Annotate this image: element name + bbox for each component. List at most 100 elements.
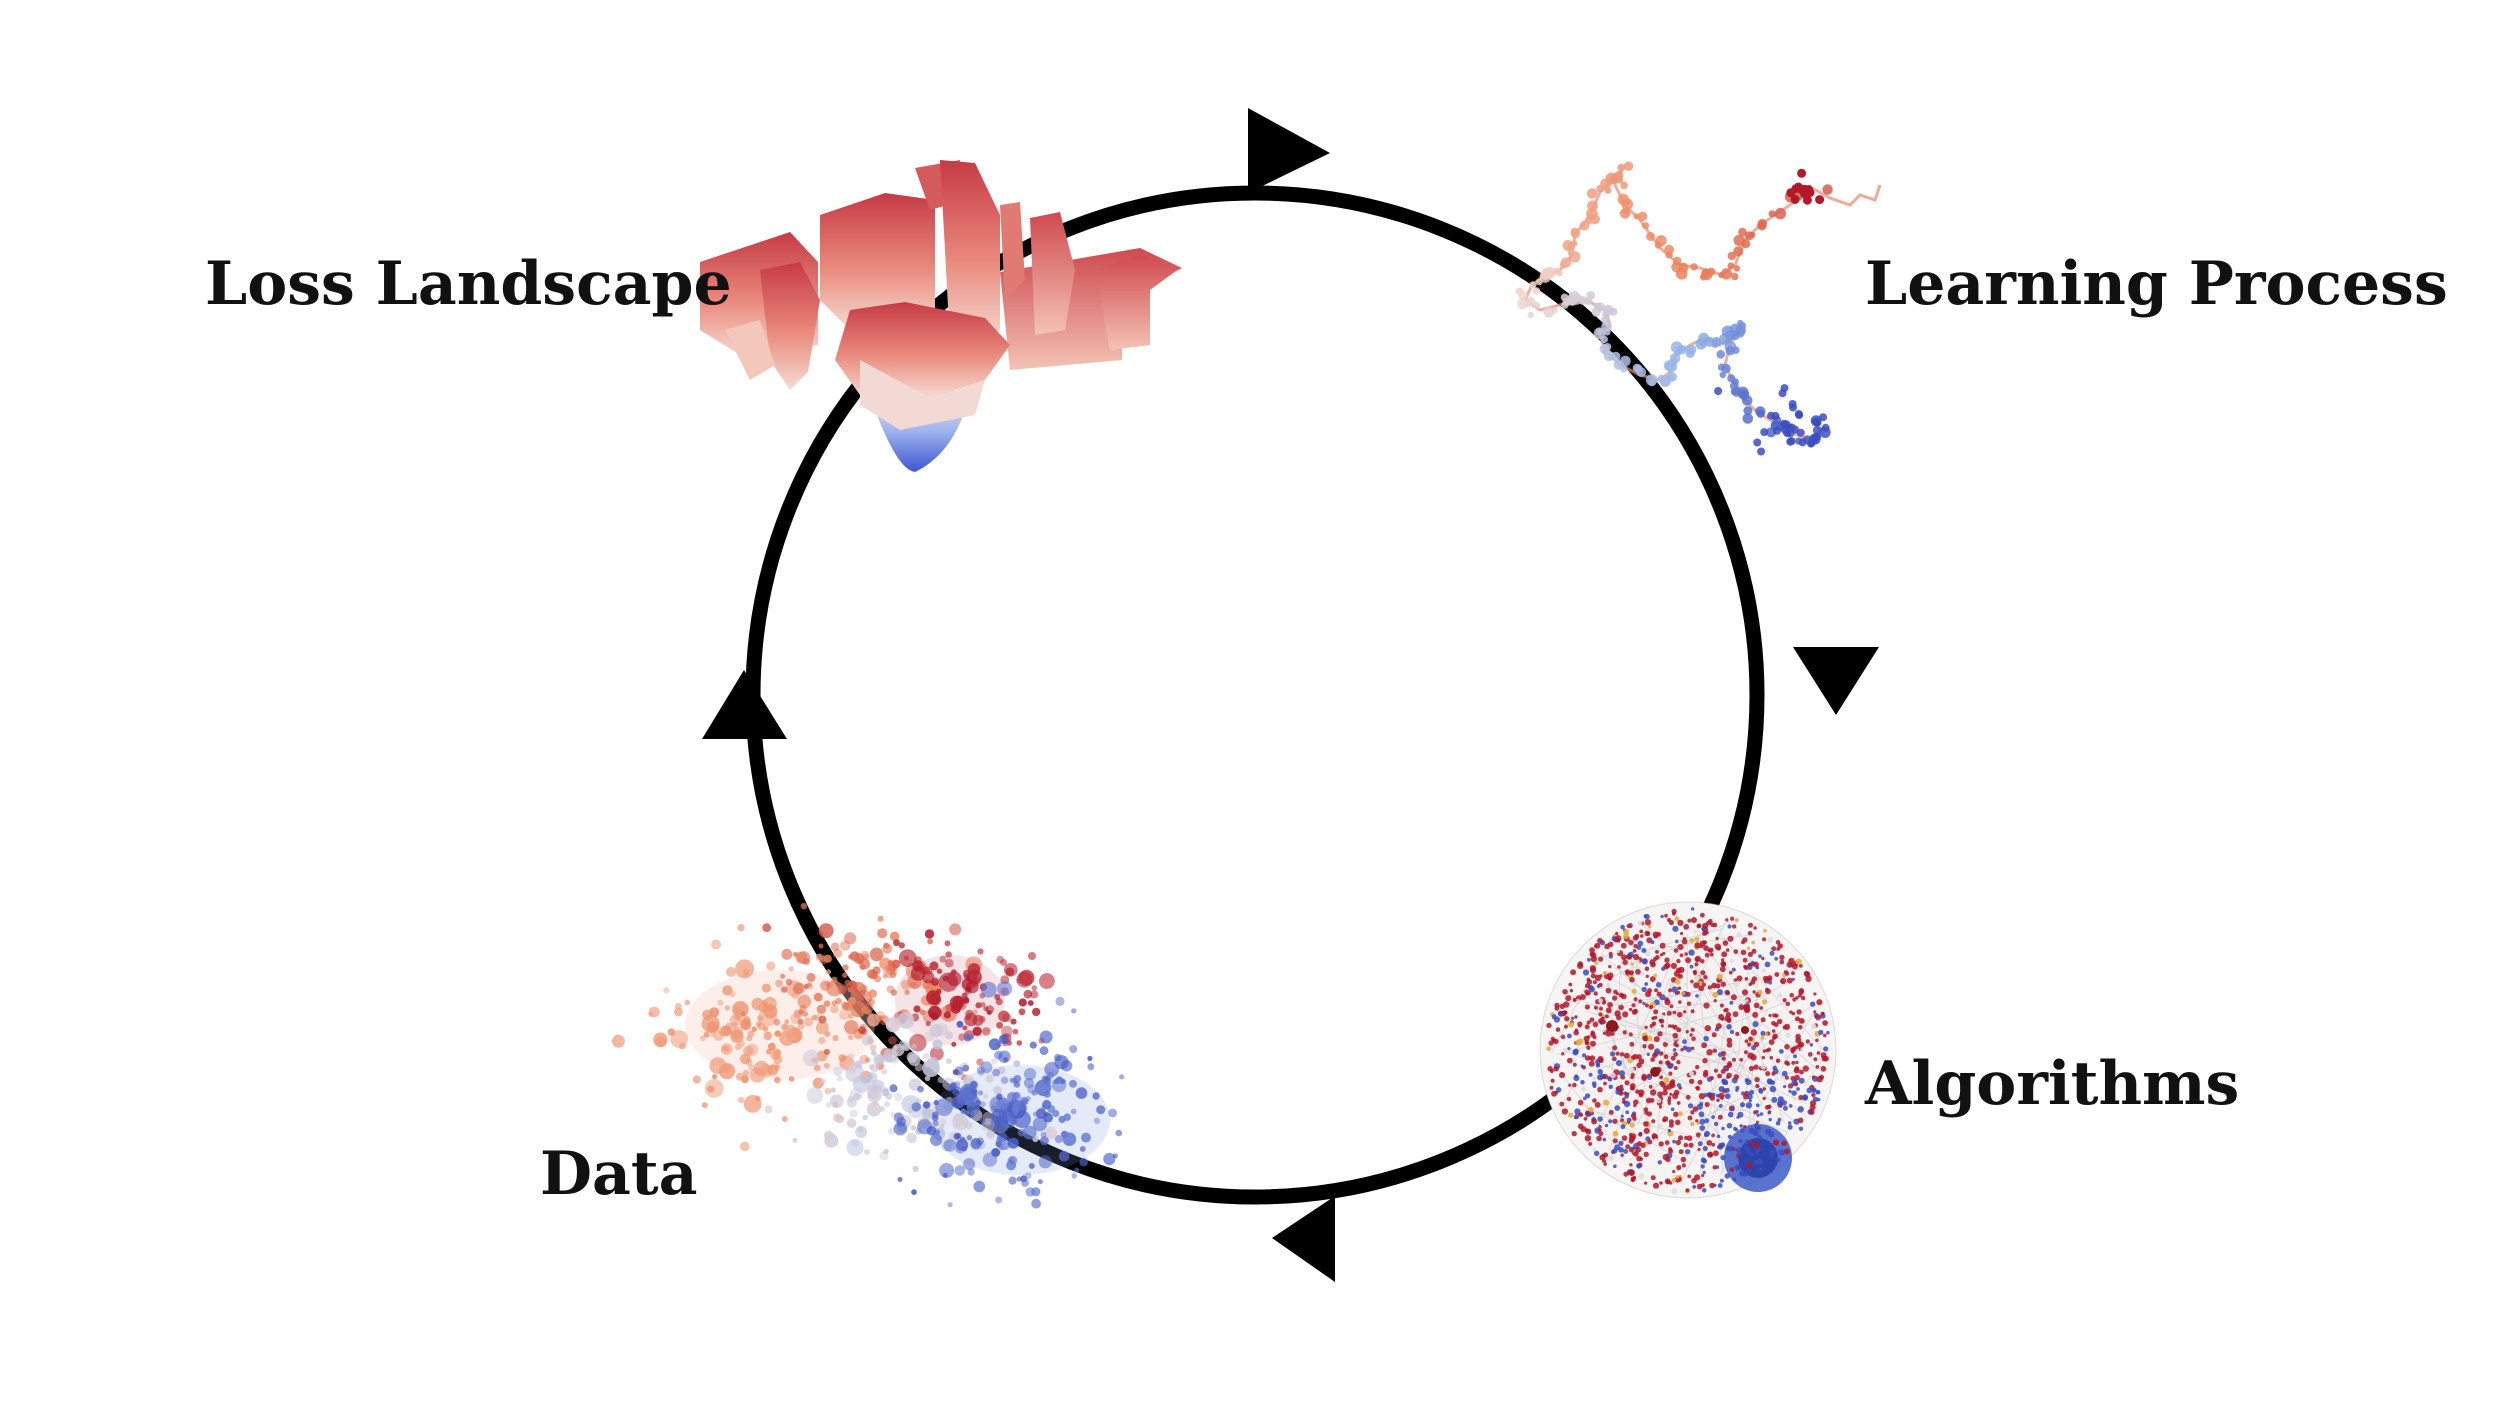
network-node [1777,1018,1783,1025]
network-node [1798,993,1802,998]
network-node [1777,943,1783,949]
network-node [1733,978,1738,982]
network-node [1629,1163,1633,1167]
trajectory-point [1742,413,1754,424]
trajectory-point [1613,171,1624,181]
trajectory-point [1648,378,1656,387]
network-node [1769,1153,1775,1159]
network-node [1787,1124,1793,1130]
network-node [1709,952,1714,957]
network-node [1648,1043,1655,1050]
network-node [1652,1052,1658,1059]
data-point [825,969,832,975]
network-node [1746,946,1751,950]
network-node [1677,1135,1684,1141]
network-node [1678,1111,1683,1116]
network-node [1716,946,1721,951]
data-point [803,1049,820,1067]
data-point [954,1066,964,1076]
network-node [1748,982,1752,987]
network-node [1598,956,1604,962]
network-node [1667,1101,1672,1106]
trajectory-point [1667,372,1677,382]
network-node [1663,1054,1669,1060]
data-point [788,1076,795,1082]
data-point [824,1130,834,1141]
network-node [1713,1121,1719,1127]
network-node [1720,981,1727,987]
network-node [1791,1060,1796,1065]
network-node [1727,1134,1732,1139]
network-node [1674,916,1680,922]
data-point [806,1087,824,1104]
network-node [1677,990,1681,995]
data-point [1055,996,1065,1007]
network-node [1615,935,1622,942]
trajectory-point [1532,287,1541,295]
network-node [1726,1063,1732,1069]
trajectory-point [1596,184,1605,193]
network-node [1803,970,1810,977]
network-node [1587,958,1591,962]
network-node [1663,1077,1670,1084]
network-edge [1699,917,1728,977]
data-point [952,1114,969,1131]
data-point [936,968,943,974]
trajectory-point [1690,263,1698,271]
network-node [1664,1036,1672,1044]
network-node [1682,1045,1688,1051]
network-node [1664,957,1670,963]
network-node [1718,1104,1723,1108]
data-point [798,1009,804,1015]
network-node [1642,1044,1647,1049]
data-point [982,1027,991,1036]
network-node [1701,926,1706,932]
network-node [1597,1116,1603,1122]
network-node [1748,922,1753,928]
data-point [832,1034,839,1042]
network-node [1564,1016,1570,1022]
data-point [709,1007,720,1018]
trajectory-point [1773,426,1781,435]
network-node [1626,1117,1632,1123]
data-point [927,938,933,945]
network-node [1561,1052,1565,1056]
network-node [1649,1098,1655,1103]
network-node [1656,932,1662,937]
network-node [1755,1120,1760,1124]
data-point [959,1083,978,1102]
data-point [955,1133,962,1139]
network-node [1704,1025,1712,1032]
data-point [991,1058,998,1065]
network-node [1605,987,1612,994]
data-point [947,1202,953,1208]
data-point [906,1051,918,1063]
network-node [1601,1153,1606,1158]
network-node [1612,1130,1619,1137]
network-node [1570,969,1577,976]
data-point [848,1034,854,1041]
data-point [820,1078,826,1084]
data-point [914,1063,923,1072]
data-point [1028,1163,1035,1169]
network-node [1625,1144,1630,1150]
network-node [1746,1093,1753,1100]
network-edge [1563,1084,1574,1105]
arrow-bottom-icon [1272,1196,1335,1282]
network-node [1659,1018,1665,1024]
network-node [1589,951,1595,957]
network-node [1787,1083,1794,1089]
network-node [1657,1031,1663,1037]
network-node [1783,1148,1790,1155]
network-node [1699,944,1704,949]
data-point [1092,1092,1100,1100]
data-point [1013,1109,1019,1116]
network-node [1614,1105,1621,1111]
network-node [1608,1109,1614,1115]
network-edge [1656,984,1671,1140]
network-node [1717,1052,1723,1058]
network-node [1752,1011,1759,1018]
data-point [1018,1008,1026,1016]
network-node [1632,953,1640,961]
data-point [793,982,805,995]
